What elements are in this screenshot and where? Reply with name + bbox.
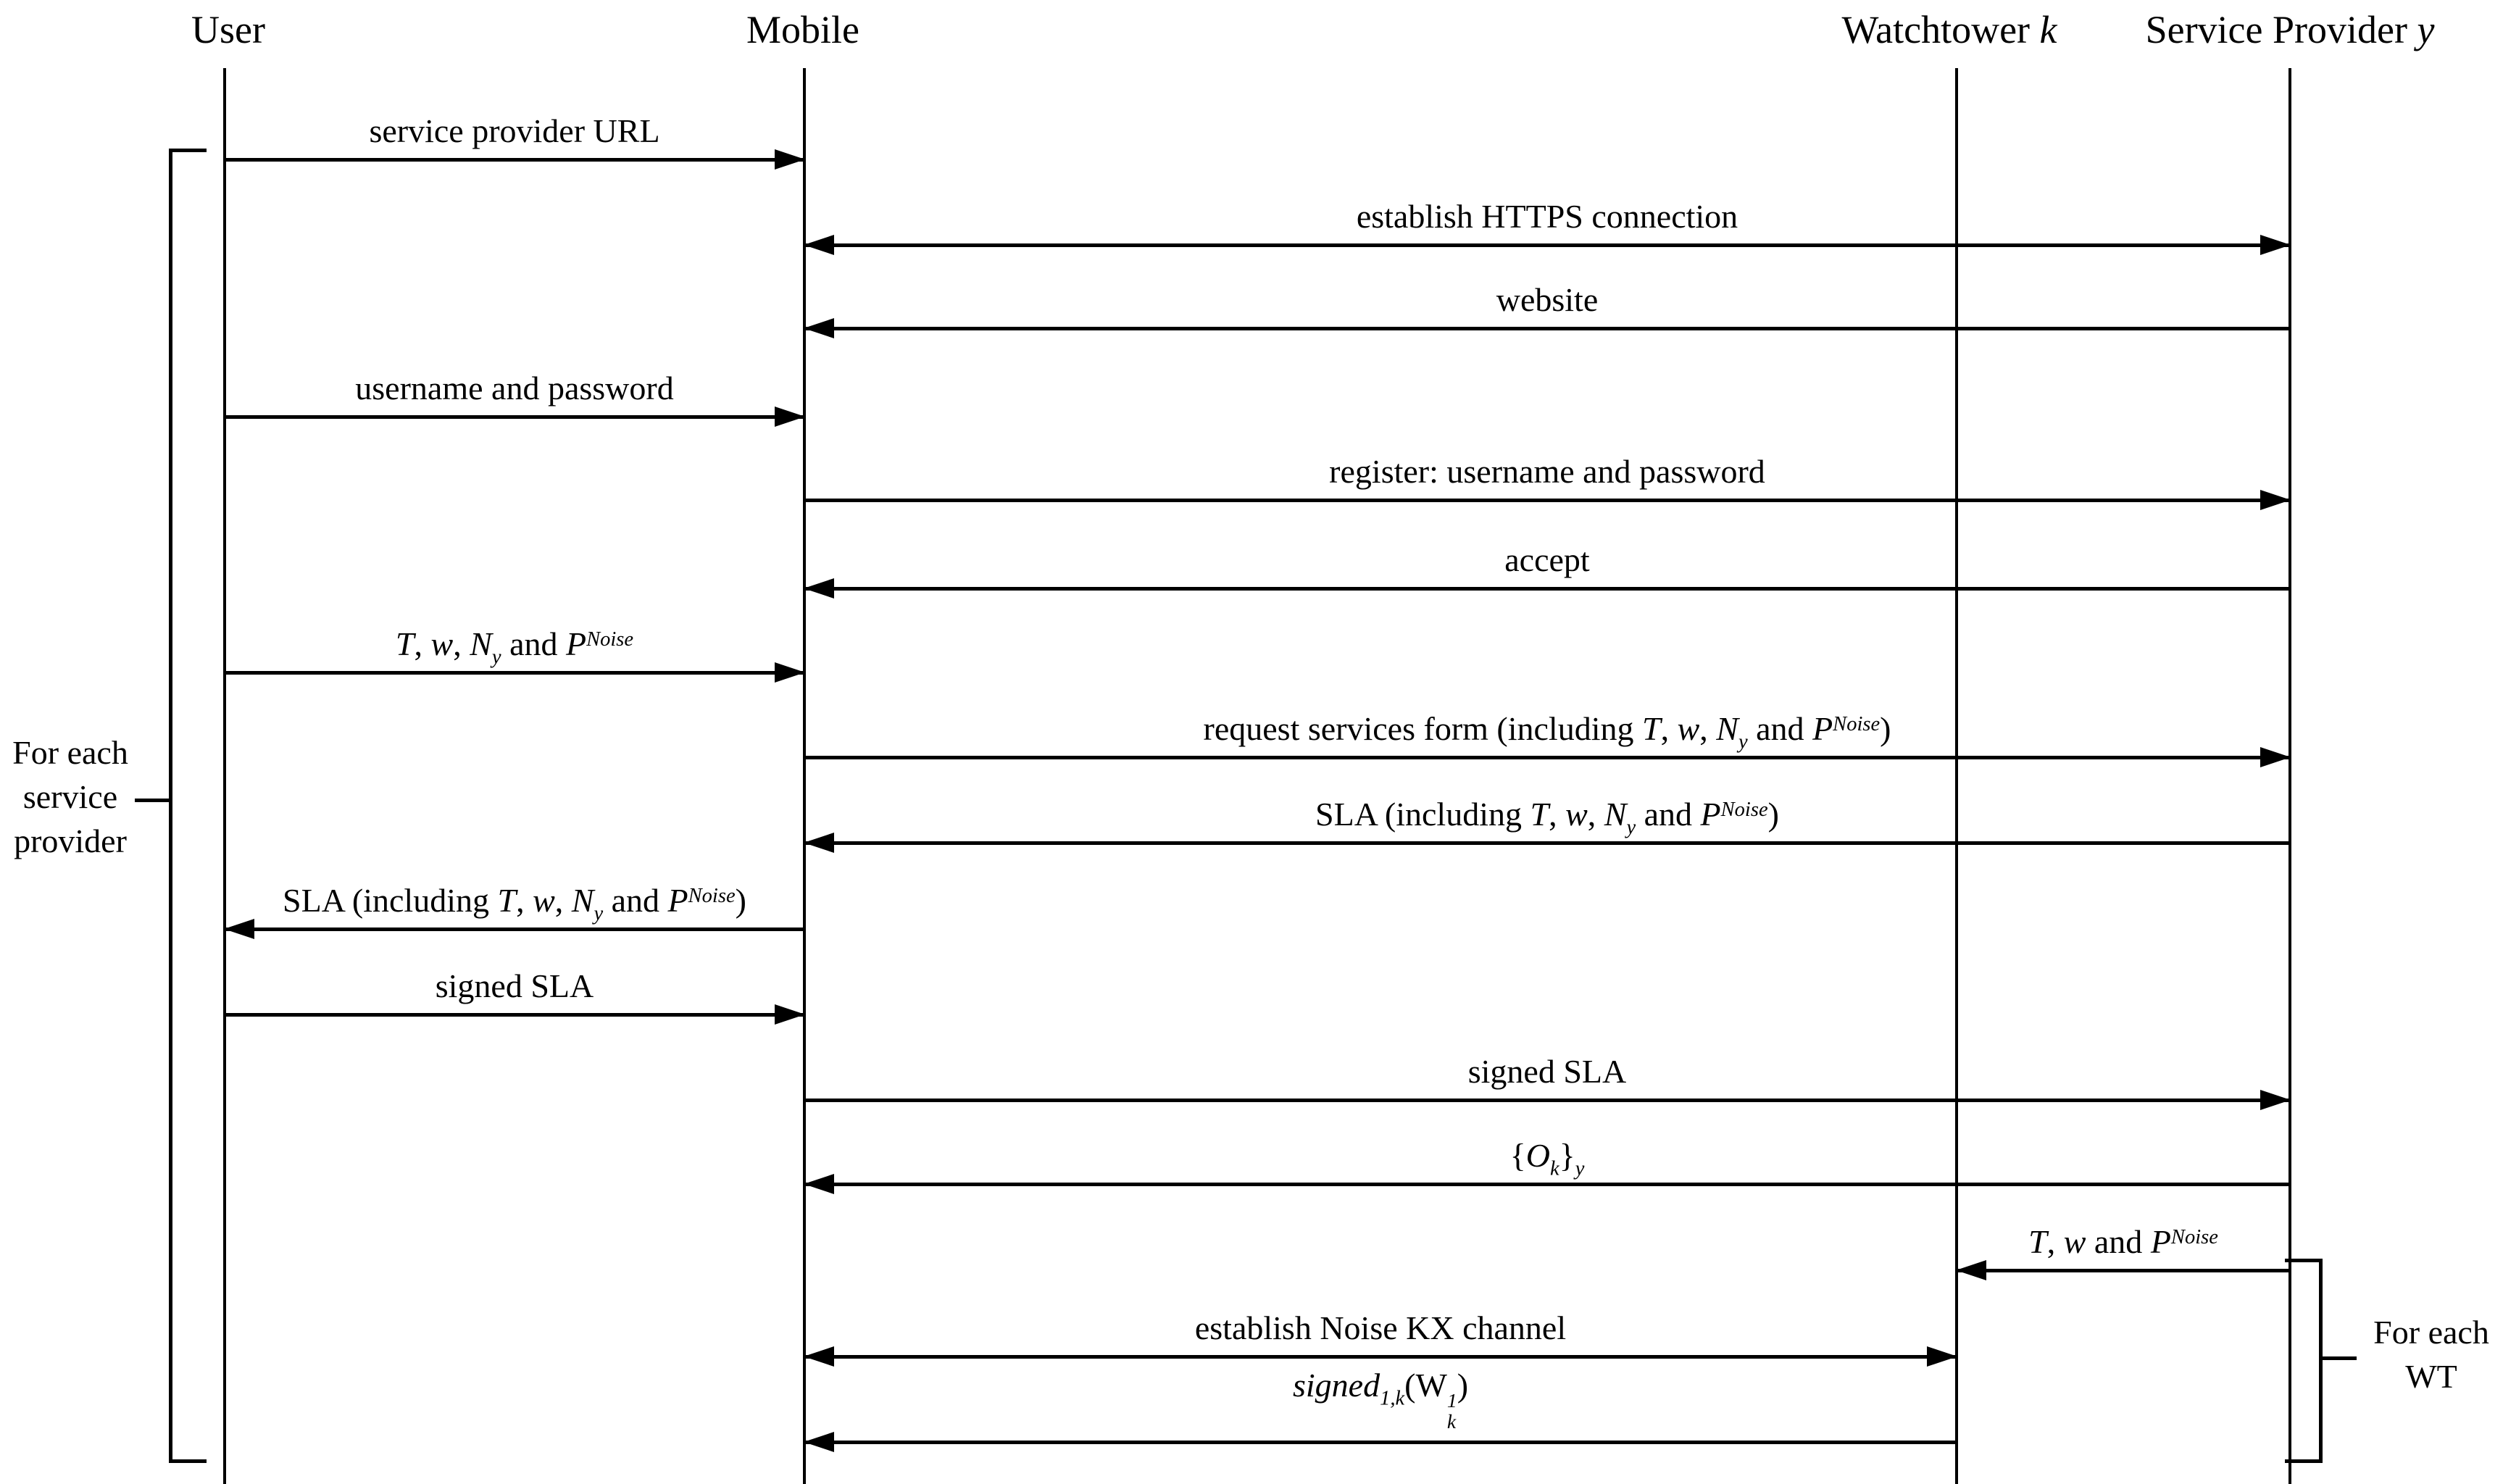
loop-bracket-top-tick (169, 149, 207, 152)
message-label: signed SLA (1467, 1053, 1627, 1090)
loop-bracket-top-tick (2285, 1259, 2323, 1262)
message-arrow (224, 919, 804, 939)
message-label: signed SLA (435, 967, 594, 1004)
arrowhead-right (775, 407, 805, 427)
arrowhead-left (804, 318, 834, 338)
lifeline-mobile (803, 68, 806, 1484)
loop-bracket-bottom-tick (2285, 1459, 2323, 1463)
arrowhead-right (775, 1004, 805, 1025)
message-signed-sla-sp: signed SLA (804, 1053, 2291, 1110)
lifeline-watchtower (1955, 68, 1958, 1484)
message-arrow (804, 747, 2291, 767)
arrowhead-right (2260, 490, 2291, 510)
lifeline-user (223, 68, 226, 1484)
message-tw-pnoise-to-watchtower: T, w and PNoise (1956, 1223, 2290, 1280)
lifeline-service-provider (2288, 68, 2291, 1484)
message-request-services-form: request services form (including T, w, N… (804, 710, 2291, 767)
loop-bracket-label-tick (135, 799, 172, 802)
message-username-password: username and password (225, 370, 805, 427)
actor-label-watchtower: Watchtower k (1841, 8, 2057, 51)
arrowhead-right (2260, 235, 2291, 255)
message-arrow (225, 407, 805, 427)
message-label: accept (1504, 541, 1590, 578)
arrowhead-left (224, 919, 254, 939)
loop-label-line: For each (2373, 1314, 2489, 1351)
message-twny-pnoise: T, w, Ny and PNoise (225, 625, 805, 683)
message-accept: accept (804, 541, 2290, 599)
message-arrow (225, 149, 805, 170)
message-arrow (804, 578, 2290, 599)
arrowhead-right (2260, 747, 2291, 767)
message-label: {Ok}y (1509, 1137, 1585, 1180)
message-arrow (804, 1090, 2291, 1110)
actor-label-service-provider: Service Provider y (2145, 8, 2435, 51)
message-label: SLA (including T, w, Ny and PNoise) (283, 882, 746, 925)
message-label: username and password (355, 370, 674, 407)
message-label: establish Noise KX channel (1194, 1309, 1567, 1346)
loop-bracket-bottom-tick (169, 1459, 207, 1463)
message-arrow (225, 1004, 805, 1025)
loop-label-wt: For each WT (2359, 1310, 2503, 1398)
actor-label-mobile: Mobile (746, 8, 859, 51)
message-arrow (1956, 1260, 2290, 1280)
arrowhead-left (804, 235, 834, 255)
message-arrow (804, 1432, 1957, 1452)
message-label: SLA (including T, w, Ny and PNoise) (1315, 796, 1779, 839)
arrowhead-right (2260, 1090, 2291, 1110)
message-sla-to-mobile: SLA (including T, w, Ny and PNoise) (804, 796, 2290, 853)
arrowhead-right (1927, 1346, 1957, 1367)
message-arrow (804, 235, 2291, 255)
loop-bracket-vertical-line (2319, 1259, 2323, 1463)
loop-label-line: provider (14, 822, 127, 859)
message-label: register: username and password (1329, 453, 1765, 490)
message-register: register: username and password (804, 453, 2291, 510)
message-establish-https: establish HTTPS connection (804, 198, 2291, 255)
arrowhead-left (1956, 1260, 1986, 1280)
message-label: T, w and PNoise (2028, 1223, 2218, 1260)
message-arrow (804, 833, 2290, 853)
arrowhead-left (804, 1174, 834, 1194)
message-website: website (804, 281, 2290, 338)
loop-label-line: For each (12, 734, 128, 771)
message-arrow (804, 1174, 2290, 1194)
arrowhead-left (804, 578, 834, 599)
loop-bracket-label-tick (2319, 1356, 2357, 1360)
message-label: T, w, Ny and PNoise (395, 625, 634, 669)
arrowhead-left (804, 1432, 834, 1452)
message-arrow (804, 1346, 1957, 1367)
message-label: establish HTTPS connection (1356, 198, 1738, 235)
loop-label-line: service (22, 778, 118, 815)
arrowhead-left (804, 833, 834, 853)
message-label: service provider URL (369, 112, 660, 149)
message-label: request services form (including T, w, N… (1203, 710, 1891, 754)
message-ok-y: {Ok}y (804, 1137, 2290, 1194)
message-arrow (225, 662, 805, 683)
loop-bracket-vertical-line (169, 149, 172, 1463)
message-arrow (804, 490, 2291, 510)
arrowhead-right (775, 662, 805, 683)
actor-label-user: User (191, 8, 265, 51)
message-signed-sla-user: signed SLA (225, 967, 805, 1025)
message-arrow (804, 318, 2290, 338)
arrowhead-left (804, 1346, 834, 1367)
arrowhead-right (775, 149, 805, 170)
loop-label-service-provider: For each service provider (0, 730, 141, 863)
loop-label-line: WT (2405, 1358, 2457, 1395)
message-establish-noise-kx: establish Noise KX channel (804, 1309, 1957, 1367)
message-sla-to-user: SLA (including T, w, Ny and PNoise) (224, 882, 804, 939)
message-service-provider-url: service provider URL (225, 112, 805, 170)
message-label: website (1496, 281, 1599, 318)
